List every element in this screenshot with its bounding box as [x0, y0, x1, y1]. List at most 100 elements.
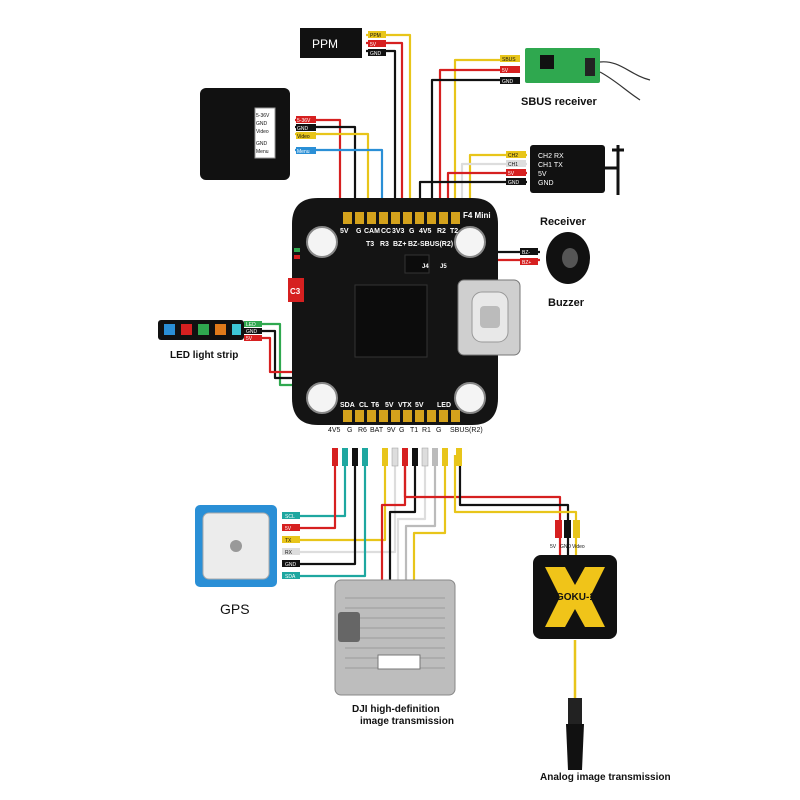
led-wire-tag-2: 5V — [246, 336, 253, 342]
bottom-pad-label-2: T6 — [371, 402, 379, 409]
bottom-pad-label-5: 5V — [415, 402, 424, 409]
ppm-wire-tag-1: 5V — [370, 42, 377, 48]
buzzer-wire-tag-0: BZ- — [522, 250, 530, 256]
gps-feed-point — [230, 540, 242, 552]
receiver-pin-0: CH2 RX — [538, 153, 564, 160]
gps-wire-tag-5: SDA — [285, 574, 296, 580]
top-pad-label-3: CC — [381, 228, 391, 235]
bottom-row2-label-9: SBUS(R2) — [450, 427, 483, 434]
top-pad2-label-1: R3 — [380, 241, 389, 248]
ppm-body — [300, 28, 362, 58]
mcu-chip — [354, 284, 428, 358]
status-led-red — [294, 255, 300, 259]
top-pad2-label-2: BZ+ — [393, 241, 406, 248]
camera: 5-36V GND Video GND Menu 5-36V GND Video… — [200, 88, 316, 180]
bottom-pad-label-4: VTX — [398, 402, 412, 409]
receiver-wire-tag-2: 5V — [508, 171, 515, 177]
gps-wire-rx — [282, 455, 397, 554]
board-mark-0: J4 — [422, 264, 429, 270]
top-pad-label-8: T2 — [450, 228, 458, 235]
bottom-pad-label-3: 5V — [385, 402, 394, 409]
status-led-green — [294, 248, 300, 252]
mount-hole-bl — [306, 382, 338, 414]
receiver-wire-tag-3: GND — [508, 180, 520, 186]
camera-pin-1: GND — [256, 121, 268, 127]
receiver-pin-2: 5V — [538, 171, 547, 178]
bottom-row2-label-6: T1 — [410, 427, 418, 434]
top-pad-row — [343, 212, 460, 224]
sbus-wire-gnd — [430, 78, 520, 215]
bottom-pad-label-0: SDA — [340, 402, 355, 409]
camera-body — [200, 88, 290, 180]
gps-wire-gnd — [282, 455, 357, 566]
ppm-wire-gnd — [366, 49, 397, 215]
ppm-wire-tag-0: PPM — [370, 33, 381, 39]
gps-wire-tag-3: RX — [285, 550, 293, 556]
dji-usb-port[interactable] — [338, 612, 360, 642]
top-pad-label-2: CAM — [364, 228, 380, 235]
mount-hole-br — [454, 382, 486, 414]
sbus-wire-5v — [438, 68, 520, 215]
gps-module: SCL 5V TX RX GND SDA GPS — [195, 505, 300, 617]
buzzer-label: Buzzer — [548, 297, 585, 309]
analog-label: Analog image transmission — [540, 772, 671, 783]
c3-marker — [288, 278, 304, 302]
sbus-wire-tag-2: GND — [502, 79, 514, 85]
flight-controller: 5V G CAM CC 3V3 G 4V5 R2 T2 T3 R3 BZ+ BZ… — [288, 198, 521, 425]
mount-hole-tr — [454, 226, 486, 258]
camera-pin-0: 5-36V — [256, 113, 270, 119]
vtx-wire-gnd — [458, 455, 570, 555]
buzzer: BZ- BZ+ Buzzer — [520, 232, 590, 309]
bottom-row2-label-4: 9V — [387, 427, 396, 434]
gps-wire-tag-4: GND — [285, 562, 297, 568]
gps-wire-scl — [282, 455, 347, 518]
receiver-pin-3: GND — [538, 180, 554, 187]
ppm-wire-signal — [366, 33, 412, 215]
bottom-pad-label-1: CL — [359, 402, 369, 409]
led-4 — [215, 324, 226, 335]
receiver-pin-1: CH1 TX — [538, 162, 563, 169]
sbus-wire-tag-0: SBUS — [502, 57, 516, 63]
ppm-module: PPM PPM 5V GND — [300, 28, 386, 58]
bottom-row2-label-3: BAT — [370, 427, 384, 434]
gps-wire-tag-1: 5V — [285, 526, 292, 532]
ppm-label: PPM — [312, 37, 338, 51]
top-pad2-label-3: BZ- — [408, 241, 420, 248]
bottom-row2-label-1: G — [347, 427, 352, 434]
receiver-wire-tag-0: CH2 — [508, 153, 518, 159]
led-3 — [198, 324, 209, 335]
vtx-wire-tag-2: Video — [572, 544, 585, 550]
top-pad2-label-0: T3 — [366, 241, 374, 248]
mount-hole-tl — [306, 226, 338, 258]
top-pad-label-6: 4V5 — [419, 228, 432, 235]
top-pad-label-0: 5V — [340, 228, 349, 235]
top-pad-label-7: R2 — [437, 228, 446, 235]
gps-wire-tx — [282, 455, 387, 542]
sbus-antenna — [599, 61, 651, 101]
camera-wire-tag-3: Menu — [297, 149, 310, 155]
small-chip — [404, 254, 430, 274]
receiver-antenna — [605, 145, 624, 195]
dji-module: DJI high-definition image transmission — [334, 579, 456, 727]
led-5 — [232, 324, 241, 335]
top-pad-label-4: 3V3 — [392, 228, 405, 235]
led-wire-tag-0: LED — [246, 322, 256, 328]
gps-wire-sda — [282, 455, 367, 578]
top-pad-label-5: G — [409, 228, 415, 235]
camera-wire-tag-2: Video — [297, 134, 310, 140]
bottom-pad-label-6: LED — [437, 402, 451, 409]
buzzer-hole — [562, 248, 578, 268]
vtx-wire-tag-0: 5V — [550, 544, 557, 550]
bottom-row2-label-2: R6 — [358, 427, 367, 434]
board-mark-1: J5 — [440, 264, 447, 270]
camera-wire-tag-0: 5-36V — [297, 118, 311, 124]
camera-wire-video — [295, 132, 370, 215]
top-pad2-label-4: SBUS(R2) — [420, 241, 453, 248]
buzzer-wire-tag-1: BZ+ — [522, 260, 531, 266]
gps-label: GPS — [220, 601, 250, 617]
bottom-row2-label-8: G — [436, 427, 441, 434]
analog-vtx: 5V GND Video GOKU-1 Analog image transmi… — [533, 520, 671, 783]
vtx-antenna-connector — [568, 698, 582, 724]
sbus-receiver: SBUS 5V GND SBUS receiver — [500, 48, 651, 108]
